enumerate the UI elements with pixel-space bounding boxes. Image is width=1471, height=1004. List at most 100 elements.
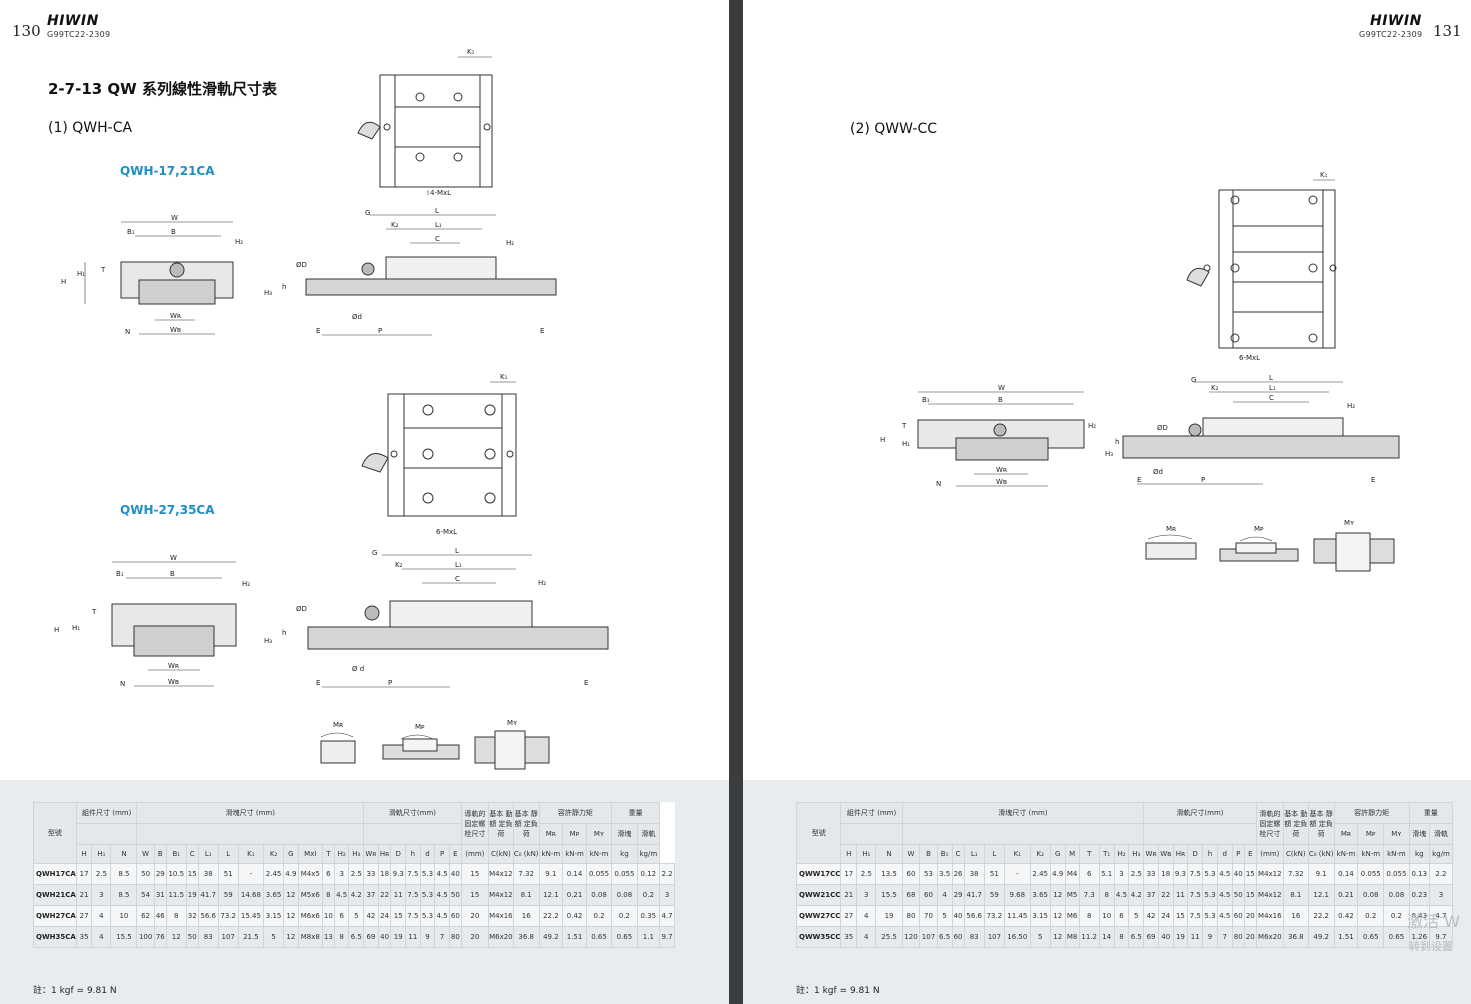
qwh-unit-header: (mm) — [460, 844, 489, 864]
subsection-title: (1) QWH-CA — [48, 120, 133, 136]
qwh-col-header: L — [217, 844, 239, 864]
th-moment-right: 容許靜力矩 — [1333, 802, 1410, 824]
table-cell: 15 — [185, 863, 199, 885]
table-cell: 46 — [153, 905, 167, 927]
moment-my: Mʏ — [507, 719, 517, 727]
th-weight-right: 重量 — [1408, 802, 1454, 824]
activation-watermark-sub: 转到设置 — [1409, 940, 1453, 953]
table-cell: 3.65 — [263, 884, 285, 906]
table-cell: 7.5 — [405, 884, 421, 906]
th-my-right: Mʏ — [1383, 823, 1410, 845]
section-title: 2-7-13 QW 系列線性滑軌尺寸表 — [48, 80, 277, 98]
moment-my-right: Mʏ — [1344, 519, 1354, 527]
dim-n: N — [125, 328, 130, 336]
dim-e2-b: E — [584, 679, 588, 687]
dim-h-small-c: h — [1115, 438, 1119, 446]
table-cell: 0.65 — [585, 926, 613, 948]
dim-h: H — [61, 278, 66, 286]
table-cell: 13.5 — [875, 863, 903, 885]
table-cell: 76 — [153, 926, 167, 948]
table-cell: 70 — [919, 905, 938, 927]
table-cell: M4 — [1064, 863, 1080, 885]
table-cell: 40 — [951, 905, 965, 927]
table-cell: 31 — [153, 884, 167, 906]
table-cell: 35 — [75, 926, 93, 948]
qww-unit-header: (mm) — [1255, 844, 1284, 864]
table-cell: 50 — [448, 884, 462, 906]
table-cell: 4.9 — [1049, 863, 1066, 885]
model-cell: QWW27CC — [795, 905, 842, 927]
table-cell: 16 — [1282, 905, 1309, 927]
page-gutter — [729, 0, 743, 1004]
qww-col-header: H — [840, 844, 858, 864]
dim-p: P — [378, 327, 382, 335]
dim-h3-b: H₃ — [264, 637, 272, 645]
table-cell: 20 — [1243, 926, 1257, 948]
table-cell: 2.5 — [1128, 863, 1145, 885]
table-cell: 7.3 — [1078, 884, 1100, 906]
table-cell: 0.65 — [1383, 926, 1410, 948]
qww-col-header: L₁ — [963, 844, 985, 864]
table-cell: 6 — [333, 905, 350, 927]
qwh-col-header: H — [75, 844, 93, 864]
table-cell: 4.2 — [1128, 884, 1145, 906]
table-cell: 2.45 — [1029, 863, 1051, 885]
table-cell: 0.35 — [636, 905, 661, 927]
moment-mr: Mʀ — [333, 721, 344, 729]
table-cell: 41.7 — [197, 884, 219, 906]
table-cell: 5 — [263, 926, 285, 948]
dim-w-c: W — [998, 384, 1005, 392]
top-view-drawing-c: K₁ 6-MxL — [1186, 171, 1337, 362]
table-cell: - — [1003, 863, 1031, 885]
table-cell: 4.5 — [1216, 884, 1233, 906]
table-cell: M4x12 — [1255, 863, 1284, 885]
moment-mp-right: Mᴘ — [1254, 525, 1264, 533]
table-cell: 4.5 — [333, 884, 350, 906]
table-cell: 5.3 — [419, 884, 436, 906]
table-cell: 12 — [165, 926, 187, 948]
table-cell: 59 — [983, 884, 1005, 906]
qwh-col-header: P — [434, 844, 450, 864]
table-cell: 33 — [363, 863, 379, 885]
qwh-col-header: B — [153, 844, 167, 864]
table-cell: 11.5 — [165, 884, 187, 906]
table-cell: 7.5 — [1187, 863, 1204, 885]
table-cell: 8 — [165, 905, 187, 927]
qwh-col-header: H₃ — [348, 844, 365, 864]
table-cell: 29 — [153, 863, 167, 885]
table-cell: 12.1 — [1307, 884, 1335, 906]
dim-h-small: h — [282, 283, 286, 291]
table-cell: 0.14 — [1333, 863, 1359, 885]
table-cell: 3 — [91, 884, 112, 906]
dim-g: G — [365, 209, 370, 217]
dim-k2: K₂ — [391, 221, 399, 229]
qwh-col-header: K₂ — [263, 844, 285, 864]
table-cell: 3 — [1113, 863, 1130, 885]
table-cell: 41.7 — [963, 884, 985, 906]
th-my: Mʏ — [585, 823, 613, 845]
table-cell: 3.15 — [263, 905, 285, 927]
dim-wb: Wʙ — [170, 326, 181, 334]
th-moment: 容許靜力矩 — [538, 802, 613, 824]
table-cell: 12 — [1049, 884, 1066, 906]
qww-col-header: T — [1078, 844, 1100, 864]
table-cell: 15 — [460, 863, 489, 885]
table-cell: 12 — [1049, 905, 1066, 927]
table-cell: 83 — [197, 926, 219, 948]
dim-g-b: G — [372, 549, 377, 557]
table-cell: 60 — [901, 863, 921, 885]
front-section-b: W B B₁ H H₁ T H₂ Wʀ Wʙ N — [54, 554, 250, 688]
table-cell: 35 — [840, 926, 858, 948]
dim-k2-b: K₂ — [395, 561, 403, 569]
brand-logo-right: HIWIN — [1370, 13, 1422, 29]
dim-k1: K₁ — [467, 48, 475, 56]
table-cell: 50 — [185, 926, 199, 948]
dim-w: W — [171, 214, 178, 222]
table-cell: 0.055 — [1357, 863, 1385, 885]
table-cell: 11 — [405, 926, 421, 948]
table-cell: 69 — [1143, 926, 1159, 948]
table-cell: 0.42 — [562, 905, 587, 927]
dim-g-c: G — [1191, 376, 1196, 384]
table-cell: 2.5 — [856, 863, 877, 885]
table-cell: 5 — [936, 905, 953, 927]
